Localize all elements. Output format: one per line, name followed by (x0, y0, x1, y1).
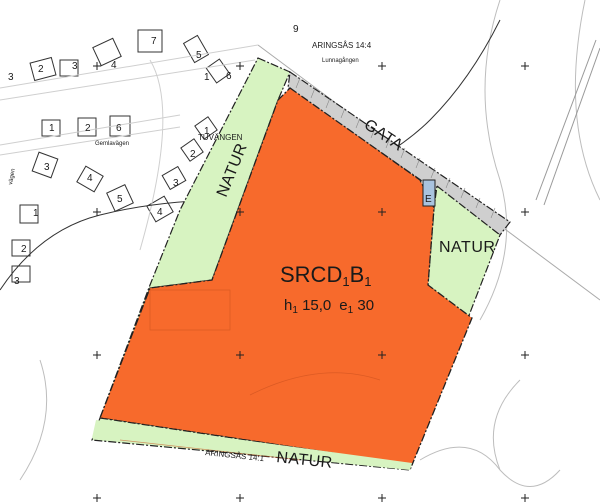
gata-hatch (295, 77, 496, 219)
street-label-gemlavagen: Gemlavägen (95, 141, 129, 147)
svg-text:2: 2 (190, 149, 196, 160)
svg-text:1: 1 (204, 72, 210, 83)
svg-text:3: 3 (72, 61, 78, 72)
grid-crosses (93, 62, 529, 502)
svg-text:2: 2 (21, 244, 27, 255)
svg-text:3: 3 (173, 178, 179, 189)
buildings (11, 29, 231, 283)
svg-text:1: 1 (49, 123, 55, 134)
house-numbers: 2 3 4 7 5 6 9 1 2 6 3 4 5 4 3 2 1 1 2 3 … (8, 24, 299, 287)
svg-text:4: 4 (157, 207, 163, 218)
street-label-lunnagangen: Lunnagången (322, 57, 359, 64)
local-streets (0, 44, 259, 251)
svg-text:4: 4 (111, 60, 117, 71)
contour-lines (19, 0, 600, 487)
svg-text:4: 4 (87, 173, 93, 184)
svg-text:9: 9 (293, 24, 299, 35)
svg-text:6: 6 (226, 71, 232, 82)
natur-south-fill (92, 420, 412, 470)
natur-east-label: NATUR (439, 239, 495, 256)
street-label-tuvangen: TUVÄNGEN (198, 133, 243, 142)
svg-text:3: 3 (8, 72, 14, 83)
property-label-north: ARINGSÅS 14:4 (312, 41, 372, 50)
svg-text:2: 2 (85, 123, 91, 134)
zone-code-label: SRCD1B1 (280, 262, 372, 289)
street-label-west: vägen (8, 168, 17, 185)
svg-text:3: 3 (44, 162, 50, 173)
svg-text:2: 2 (38, 64, 44, 75)
svg-text:1: 1 (204, 126, 210, 137)
e-area-label: E (425, 194, 432, 205)
natur-south-label: NATUR (276, 449, 334, 472)
e-area (422, 179, 436, 207)
svg-text:1: 1 (33, 208, 39, 219)
road-east (535, 39, 600, 206)
svg-text:3: 3 (14, 276, 20, 287)
svg-text:5: 5 (196, 50, 202, 61)
zone-internal-lines (119, 289, 381, 461)
svg-text:7: 7 (151, 36, 157, 47)
svg-text:5: 5 (117, 194, 123, 205)
svg-text:6: 6 (116, 123, 122, 134)
